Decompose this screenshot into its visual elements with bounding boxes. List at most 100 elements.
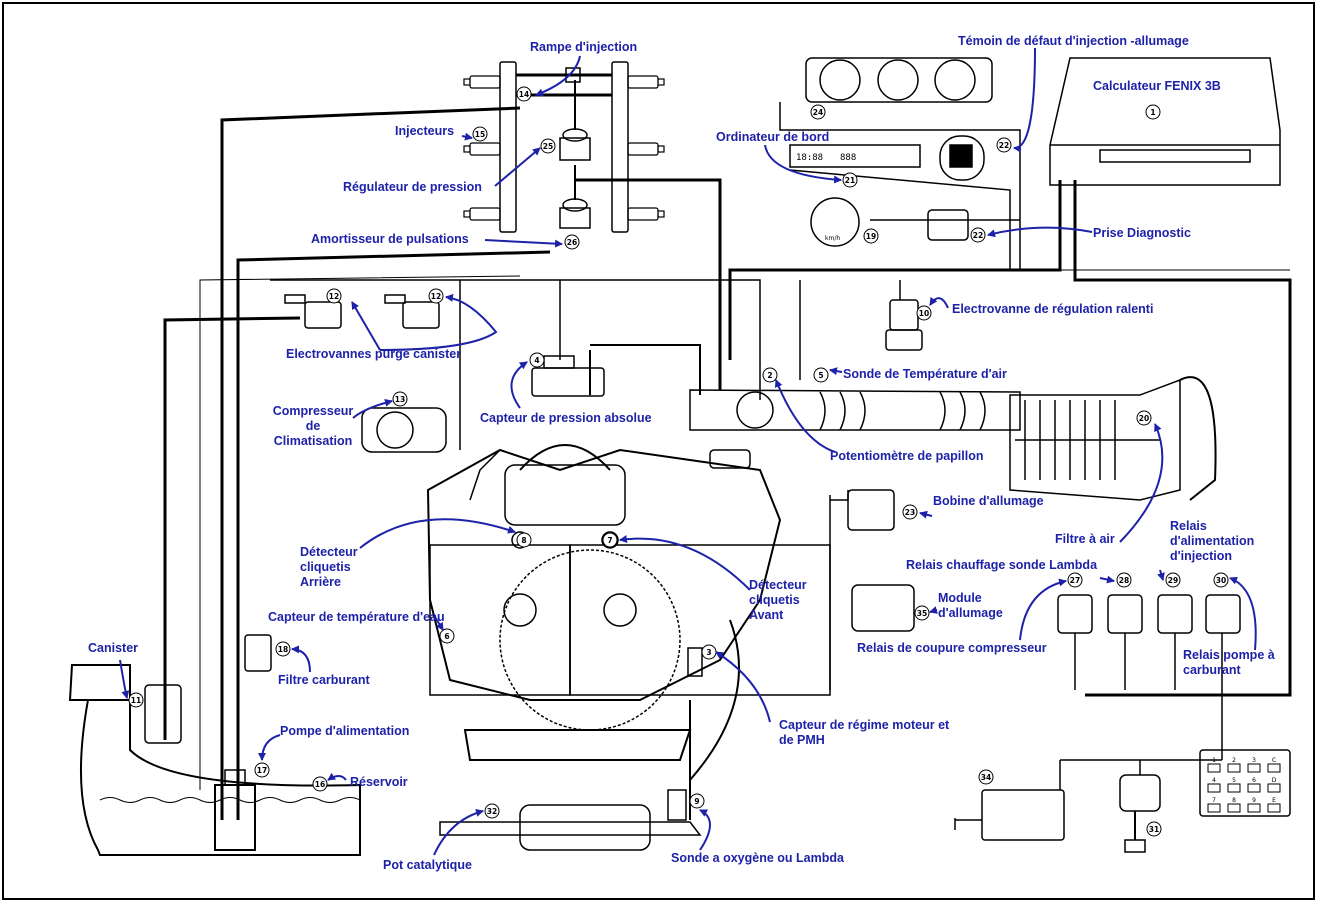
label-relais-pompe-line1: Relais pompe à (1183, 648, 1275, 662)
keypad-key-label: 7 (1212, 797, 1216, 804)
keypad-key (1227, 803, 1241, 813)
svg-text:17: 17 (257, 766, 267, 775)
svg-text:35: 35 (917, 609, 927, 618)
svg-text:11: 11 (131, 696, 141, 705)
svg-text:24: 24 (813, 108, 823, 117)
svg-text:13: 13 (395, 395, 405, 404)
svg-text:28: 28 (1119, 576, 1129, 585)
label-capteur-regime: Capteur de régime moteur et de PMH (779, 718, 949, 748)
callout-13: 13 (392, 391, 408, 407)
callout-21: 21 (842, 172, 858, 188)
svg-text:29: 29 (1168, 576, 1178, 585)
keypad-key-label: C (1272, 757, 1276, 764)
label-module-line2: d'allumage (938, 606, 1003, 620)
svg-text:5: 5 (818, 371, 823, 380)
keypad-key (1247, 803, 1261, 813)
label-module-line1: Module (938, 591, 982, 605)
label-detecteur-avant: Détecteur cliquetis Avant (749, 578, 807, 623)
label-filtre-carburant: Filtre carburant (278, 673, 370, 687)
callout-34: 34 (978, 769, 994, 785)
label-canister: Canister (88, 641, 139, 655)
svg-text:4: 4 (534, 356, 539, 365)
callout-10: 10 (916, 305, 932, 321)
callout-16: 16 (312, 776, 328, 792)
keypad-key (1227, 783, 1241, 793)
label-det-arr-line1: Détecteur (300, 545, 358, 559)
svg-text:34: 34 (981, 773, 991, 782)
keypad-key (1207, 783, 1221, 793)
dash-display: 888 (840, 153, 856, 163)
keypad-key-label: 8 (1232, 797, 1236, 804)
svg-text:31: 31 (1149, 825, 1159, 834)
callout-20: 20 (1136, 410, 1152, 426)
svg-text:26: 26 (567, 238, 577, 247)
label-compresseur-clim: Compresseur de Climatisation (266, 404, 360, 449)
label-electrovanne-ralenti: Electrovanne de régulation ralenti (952, 302, 1154, 316)
callout-17: 17 (254, 762, 270, 778)
svg-text:22: 22 (973, 231, 983, 240)
callout-26: 26 (564, 234, 580, 250)
callout-30: 30 (1213, 572, 1229, 588)
svg-text:20: 20 (1139, 414, 1149, 423)
label-electrovannes-purge: Electrovannes purge canister (286, 347, 462, 361)
label-relais-compresseur: Relais de coupure compresseur (857, 641, 1047, 655)
mechanical-drawing (68, 57, 1292, 856)
keypad-key-label: 5 (1232, 777, 1236, 784)
label-pot-catalytique: Pot catalytique (383, 858, 472, 872)
svg-text:9: 9 (694, 797, 699, 806)
label-capteur-regime-line2: de PMH (779, 733, 825, 747)
callout-19: 19 (863, 228, 879, 244)
keypad-key-label: 2 (1232, 757, 1236, 764)
callout-27: 27 (1067, 572, 1083, 588)
label-relais-pompe-line2: carburant (1183, 663, 1241, 677)
keypad-key (1247, 783, 1261, 793)
label-compresseur-line1: Compresseur (272, 404, 354, 418)
label-amortisseur: Amortisseur de pulsations (311, 232, 469, 246)
label-capteur-pression: Capteur de pression absolue (480, 411, 652, 425)
label-pompe-alimentation: Pompe d'alimentation (280, 724, 410, 738)
callout-28: 28 (1116, 572, 1132, 588)
callout-12b: 12 (428, 288, 444, 304)
svg-text:10: 10 (919, 309, 929, 318)
label-compresseur-line3: Climatisation (273, 434, 353, 448)
label-injecteurs: Injecteurs (395, 124, 455, 138)
svg-text:2: 2 (767, 371, 772, 380)
label-sonde-lambda: Sonde a oxygène ou Lambda (671, 851, 844, 865)
speedo-unit: km/h (825, 235, 840, 242)
keypad-key-label: 6 (1252, 777, 1256, 784)
callout-25: 25 (540, 138, 556, 154)
label-prise-diagnostic: Prise Diagnostic (1093, 226, 1191, 240)
callout-22a: 22 (996, 137, 1012, 153)
label-det-av-line1: Détecteur (749, 578, 807, 592)
callout-31: 31 (1146, 821, 1162, 837)
keypad-key-label: D (1272, 777, 1277, 784)
callout-22b: 22 (970, 227, 986, 243)
callout-6: 6 (439, 628, 455, 644)
svg-text:12: 12 (431, 292, 441, 301)
keypad-key (1267, 763, 1281, 773)
label-capteur-regime-line1: Capteur de régime moteur et (779, 718, 950, 732)
callout-4: 4 (529, 352, 545, 368)
callouts: 1 2 3 4 5 6 7 8 9 10 11 12 12 13 14 15 1… (128, 86, 1229, 837)
svg-text:27: 27 (1070, 576, 1080, 585)
label-filtre-air: Filtre à air (1055, 532, 1115, 546)
label-regulateur-pression: Régulateur de pression (343, 180, 482, 194)
label-det-arr-line2: cliquetis (300, 560, 351, 574)
label-sonde-temp-air: Sonde de Température d'air (843, 367, 1007, 381)
callout-9: 9 (689, 793, 705, 809)
callout-15: 15 (472, 126, 488, 142)
keypad-key (1227, 763, 1241, 773)
keypad-key (1267, 783, 1281, 793)
callout-35: 35 (914, 605, 930, 621)
keypad-key-label: 1 (1212, 757, 1216, 764)
keypad-key-label: 9 (1252, 797, 1256, 804)
label-relais-alim-line1: Relais (1170, 519, 1207, 533)
svg-text:3: 3 (706, 648, 711, 657)
callout-7: 7 (602, 532, 618, 548)
svg-text:14: 14 (519, 90, 529, 99)
label-bobine: Bobine d'allumage (933, 494, 1044, 508)
svg-text:7: 7 (607, 536, 612, 545)
label-relais-alim-line3: d'injection (1170, 549, 1232, 563)
